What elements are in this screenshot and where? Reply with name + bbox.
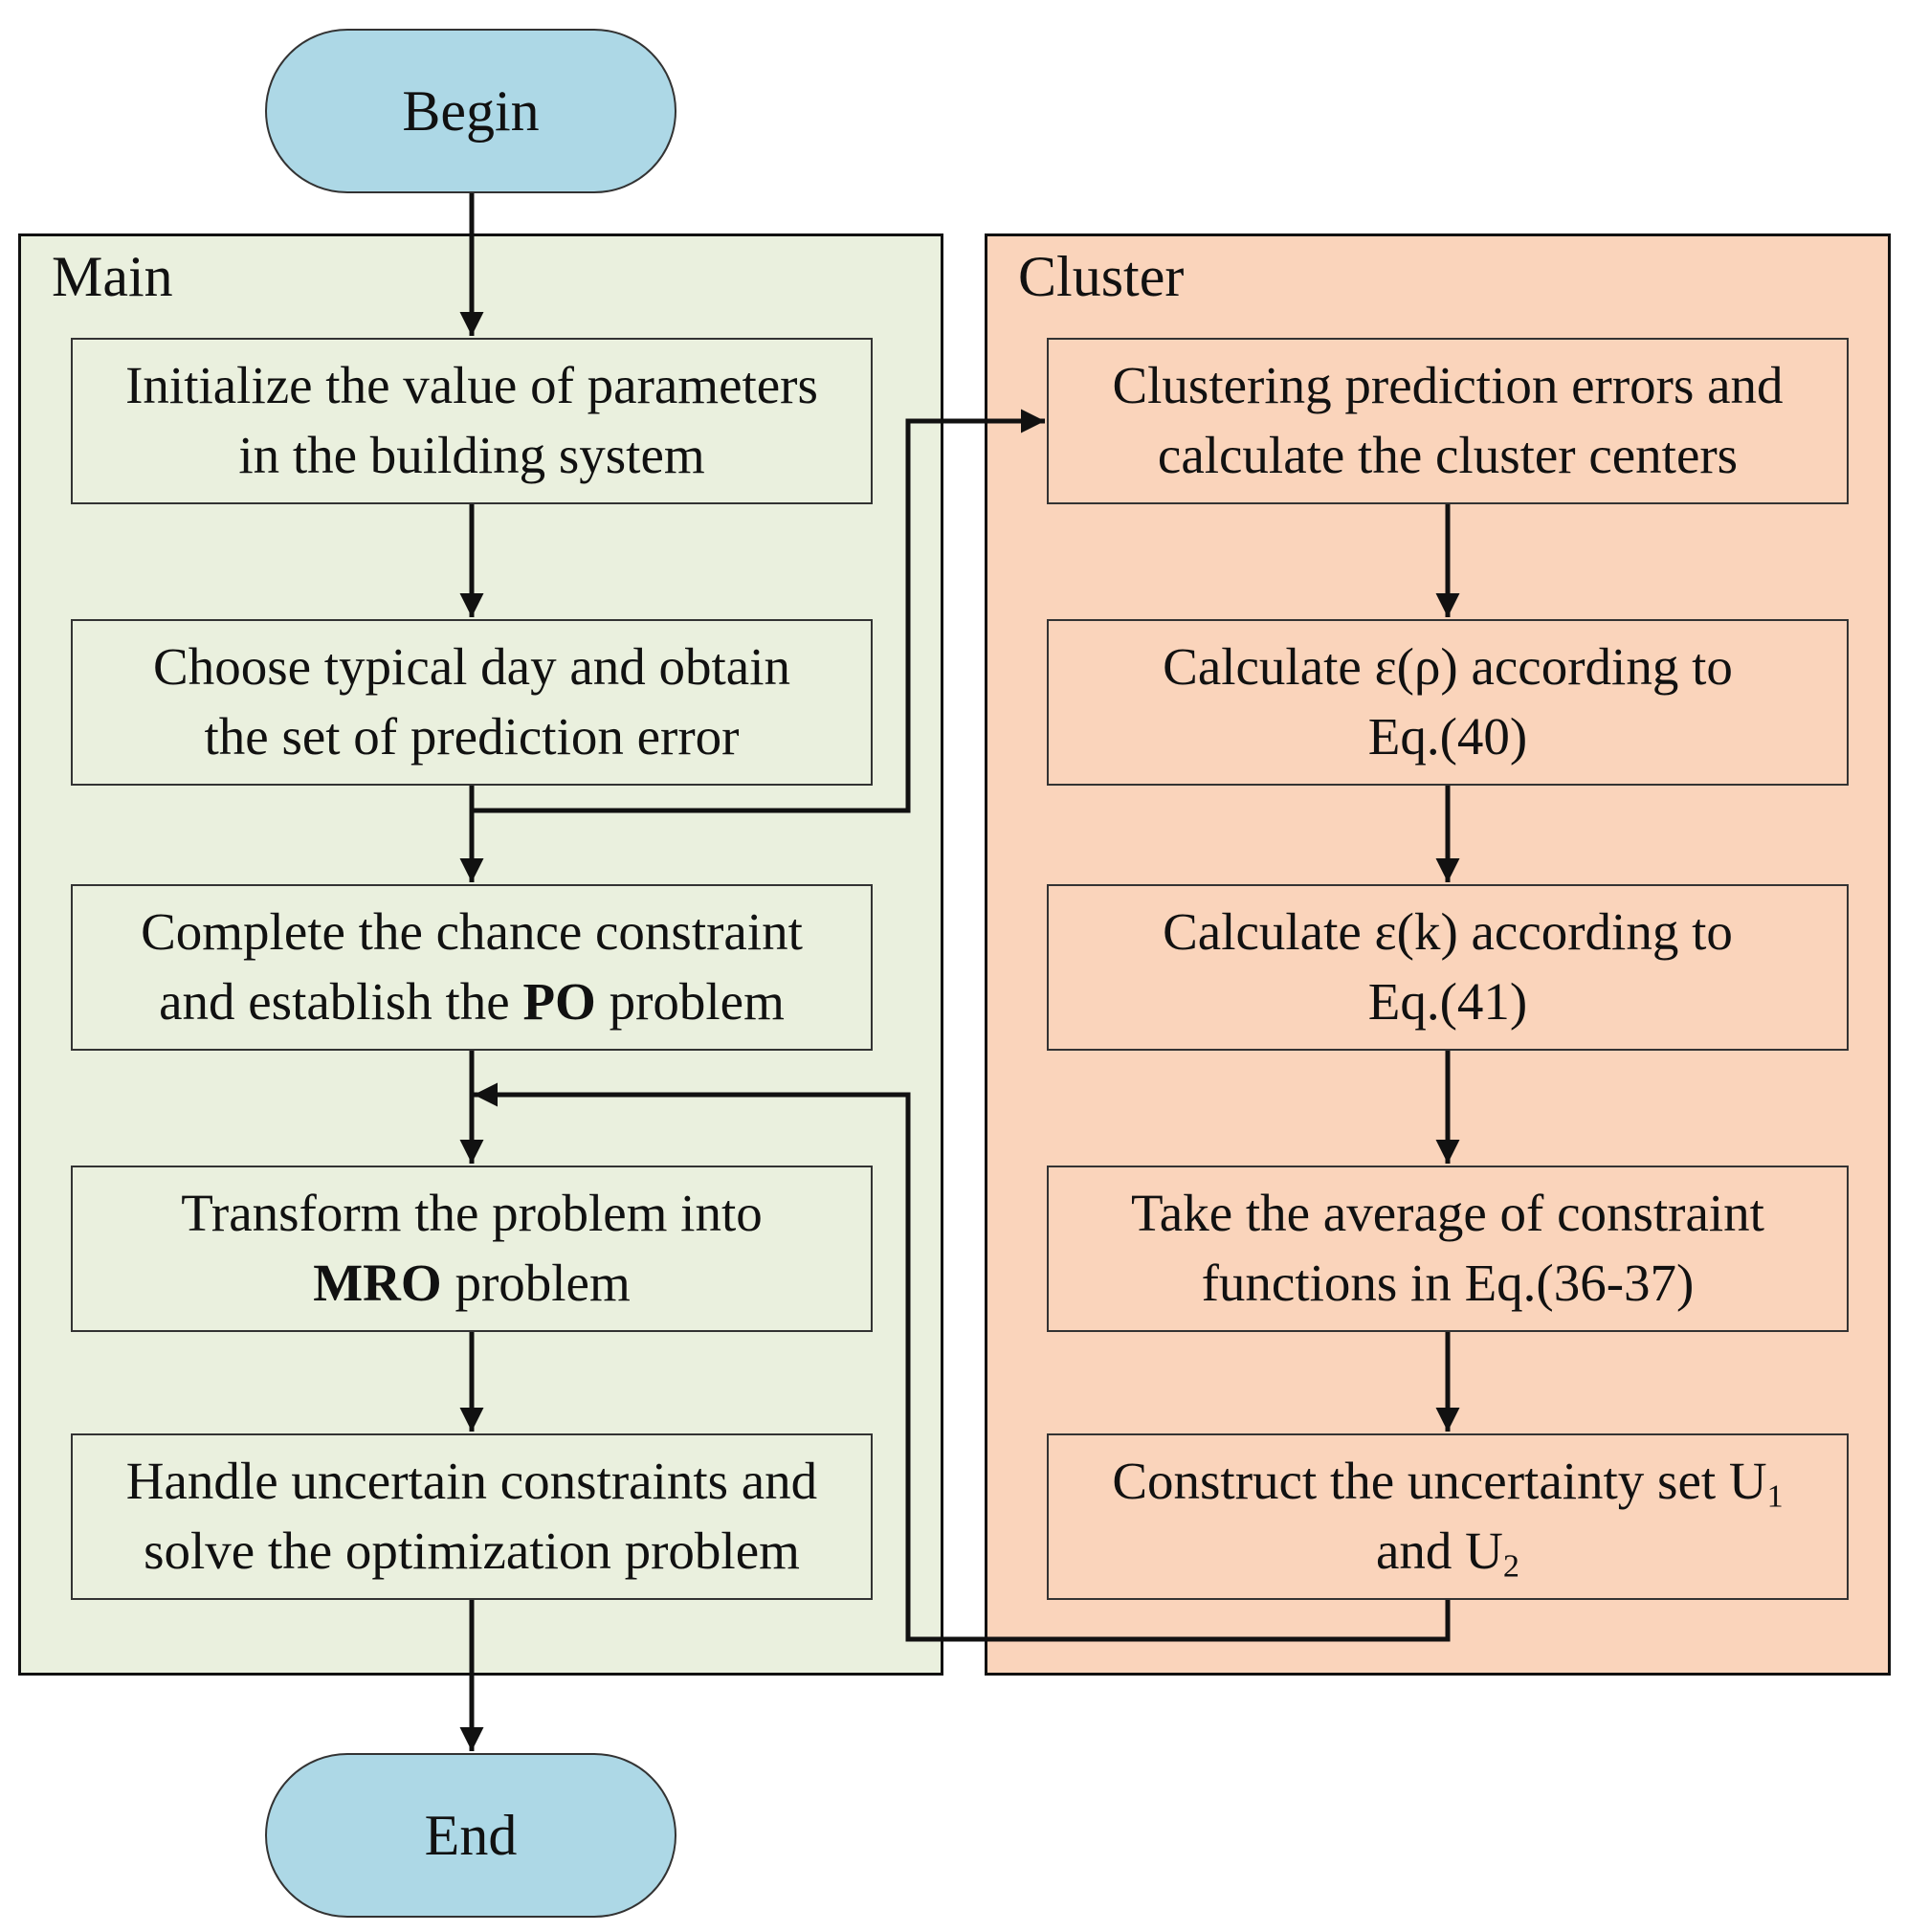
- step-line-prefix: and establish the: [159, 972, 523, 1031]
- step-line: Calculate ε(k) according to: [1163, 902, 1733, 962]
- main-step-choose-typical-day: Choose typical day and obtain the set of…: [71, 619, 873, 786]
- cluster-step-epsilon-rho: Calculate ε(ρ) according to Eq.(40): [1047, 619, 1849, 786]
- step-line: Initialize the value of parameters: [125, 356, 818, 415]
- step-line: functions in Eq.(36-37): [1201, 1254, 1695, 1312]
- end-label: End: [424, 1803, 518, 1867]
- step-line-suffix: problem: [595, 972, 785, 1031]
- cluster-step-uncertainty-set: Construct the uncertainty set U1 and U2: [1047, 1433, 1849, 1600]
- subscript: 2: [1502, 1548, 1519, 1585]
- main-step-chance-constraint: Complete the chance constraint and estab…: [71, 884, 873, 1051]
- step-line: the set of prediction error: [204, 707, 740, 766]
- step-line: Handle uncertain constraints and: [125, 1452, 818, 1511]
- begin-terminal: Begin: [265, 29, 676, 193]
- end-terminal: End: [265, 1753, 676, 1918]
- step-line: solve the optimization problem: [144, 1521, 800, 1580]
- subscript: 1: [1766, 1478, 1784, 1515]
- arrow-main-to-cluster: [472, 409, 1045, 813]
- step-line: calculate the cluster centers: [1157, 426, 1739, 484]
- step-line: Take the average of constraint: [1131, 1184, 1764, 1243]
- cluster-step-epsilon-k: Calculate ε(k) according to Eq.(41): [1047, 884, 1849, 1051]
- step-line-suffix: problem: [441, 1254, 631, 1312]
- step-line: Choose typical day and obtain: [153, 637, 790, 697]
- mro-term: MRO: [313, 1254, 442, 1312]
- cluster-group-title: Cluster: [1018, 245, 1185, 308]
- step-line: Eq.(41): [1367, 972, 1528, 1031]
- arrow-cluster-feedback: [474, 1082, 1451, 1642]
- begin-label: Begin: [402, 78, 540, 143]
- step-line-prefix: Construct the uncertainty set U: [1112, 1452, 1767, 1511]
- step-line: Transform the problem into: [181, 1184, 763, 1243]
- step-line: Calculate ε(ρ) according to: [1163, 637, 1733, 697]
- po-term: PO: [522, 972, 596, 1031]
- main-group-title: Main: [52, 245, 173, 308]
- cluster-step-average: Take the average of constraint functions…: [1047, 1166, 1849, 1332]
- cluster-step-clustering: Clustering prediction errors and calcula…: [1047, 338, 1849, 504]
- main-step-initialize: Initialize the value of parameters in th…: [71, 338, 873, 504]
- step-line: in the building system: [238, 426, 705, 484]
- main-step-solve: Handle uncertain constraints and solve t…: [71, 1433, 873, 1600]
- step-line-prefix: and U: [1376, 1521, 1503, 1580]
- step-line: Eq.(40): [1367, 707, 1528, 766]
- step-line: Clustering prediction errors and: [1112, 356, 1784, 415]
- step-line: Complete the chance constraint: [141, 902, 803, 962]
- main-step-transform-mro: Transform the problem into MRO problem: [71, 1166, 873, 1332]
